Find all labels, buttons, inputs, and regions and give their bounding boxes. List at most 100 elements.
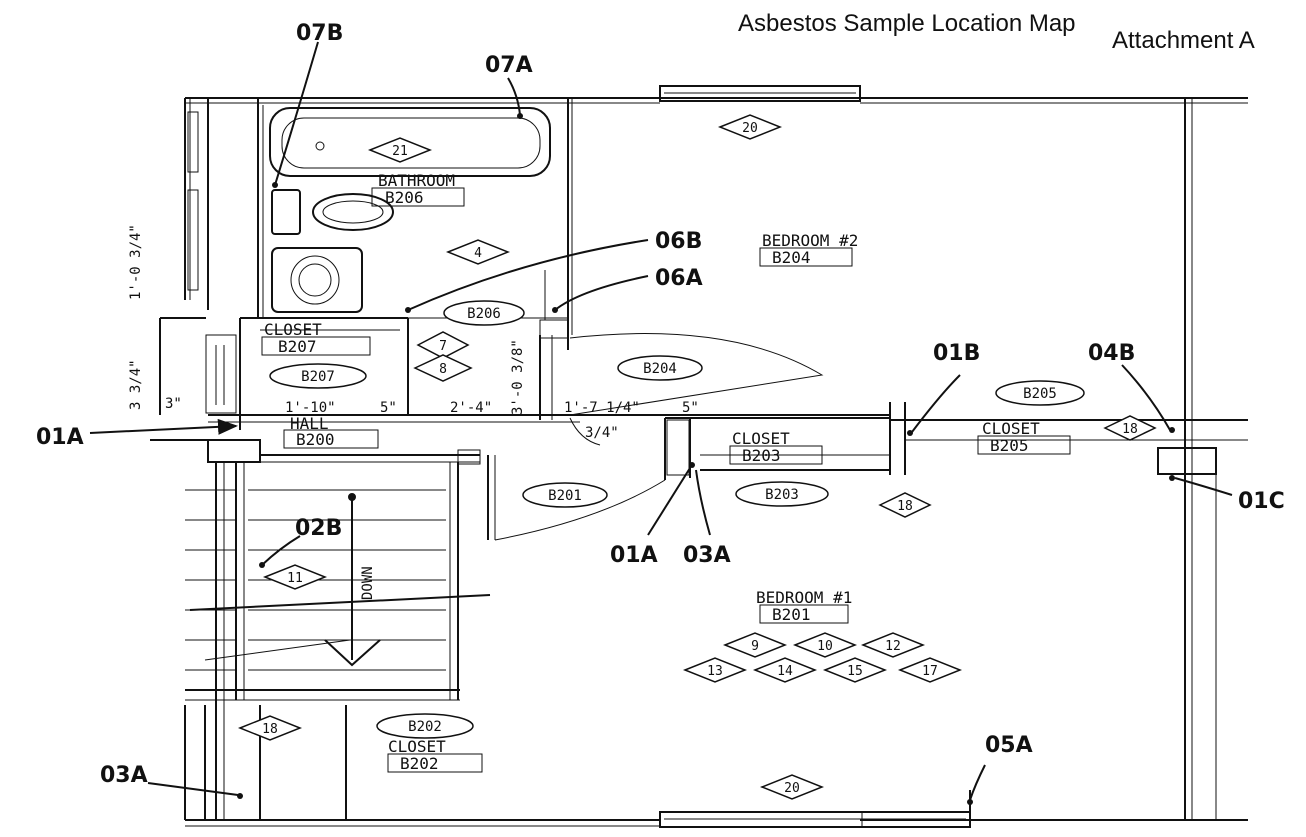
sink bbox=[271, 247, 363, 313]
leader-07A bbox=[507, 77, 521, 116]
door-tag-b202-label: B202 bbox=[408, 719, 442, 735]
leader-03A-left bbox=[147, 782, 239, 796]
keynote-12 bbox=[860, 632, 926, 658]
door-tag-b201 bbox=[522, 482, 608, 508]
door-tag-b206-label: B206 bbox=[467, 306, 501, 322]
keynote-13-label: 13 bbox=[707, 664, 723, 679]
closet202-name: CLOSET bbox=[388, 737, 446, 756]
dimension-text: 1'-10" 5" 2'-4" 1'-7 1/4" 5" 3/4" 3" 1'-… bbox=[128, 224, 699, 600]
keynote-7 bbox=[416, 331, 470, 359]
door-tag-b201-label: B201 bbox=[548, 488, 582, 504]
keynote-12-label: 12 bbox=[885, 639, 901, 654]
keynote-21-label: 21 bbox=[392, 144, 408, 159]
door-tag-b205 bbox=[995, 380, 1085, 406]
closet205-name: CLOSET bbox=[982, 419, 1040, 438]
dimension-v1: 1'-0 3/4" bbox=[128, 224, 144, 300]
keynote-diamonds bbox=[237, 114, 1157, 800]
leader-04B bbox=[1121, 364, 1171, 431]
keynote-18-c bbox=[237, 715, 303, 741]
toilet-tank bbox=[271, 189, 301, 235]
keynote-20-bottom-label: 20 bbox=[784, 781, 800, 796]
stair-treads bbox=[185, 489, 491, 671]
door-tag-b204-label: B204 bbox=[643, 361, 677, 377]
door-tag-b202 bbox=[376, 713, 474, 739]
keynote-7-label: 7 bbox=[439, 339, 447, 354]
closet202-code: B202 bbox=[400, 754, 439, 773]
door-tag-b205-label: B205 bbox=[1023, 386, 1057, 402]
keynote-18-a bbox=[1103, 415, 1157, 441]
sample-07B: 07B bbox=[296, 21, 343, 46]
keynote-20-top bbox=[717, 114, 783, 140]
sample-03A-left: 03A bbox=[100, 763, 148, 788]
door-tag-b203 bbox=[735, 481, 829, 507]
dimension-6: 3/4" bbox=[585, 425, 619, 441]
keynote-17 bbox=[897, 657, 963, 683]
leader-05A bbox=[969, 764, 986, 801]
keynote-9-label: 9 bbox=[751, 639, 759, 654]
leader-02B bbox=[261, 535, 301, 566]
dimension-4: 1'-7 1/4" bbox=[564, 400, 640, 416]
keynote-10-label: 10 bbox=[817, 639, 833, 654]
keynote-17-label: 17 bbox=[922, 664, 938, 679]
keynote-18-b-label: 18 bbox=[897, 499, 913, 514]
leader-01B bbox=[911, 374, 961, 433]
sample-06B: 06B bbox=[655, 229, 702, 254]
bedroom1-code: B201 bbox=[772, 605, 811, 624]
sample-02B: 02B bbox=[295, 516, 342, 541]
keynote-14 bbox=[752, 657, 818, 683]
door-tag-b207-label: B207 bbox=[301, 369, 335, 385]
sample-01A-mid: 01A bbox=[610, 543, 658, 568]
sample-01B: 01B bbox=[933, 341, 980, 366]
sample-01A-left: 01A bbox=[36, 425, 84, 450]
leader-03A-mid bbox=[695, 469, 711, 536]
keynote-18-c-label: 18 bbox=[262, 722, 278, 737]
keynote-20-top-label: 20 bbox=[742, 121, 758, 136]
closet203-name: CLOSET bbox=[732, 429, 790, 448]
toilet-bowl bbox=[312, 193, 394, 231]
keynote-4-label: 4 bbox=[474, 246, 482, 261]
door-tags bbox=[269, 300, 1085, 739]
keynote-13 bbox=[682, 657, 748, 683]
walls bbox=[150, 85, 1248, 828]
door-tag-b207 bbox=[269, 363, 367, 389]
keynote-4 bbox=[445, 239, 511, 265]
bedroom2-code: B204 bbox=[772, 248, 811, 267]
window-top bbox=[659, 85, 861, 102]
sample-05A: 05A bbox=[985, 733, 1033, 758]
dimension-1: 1'-10" bbox=[285, 400, 336, 416]
leader-06A bbox=[554, 275, 649, 311]
keynote-8 bbox=[413, 354, 473, 382]
chase-right bbox=[1157, 447, 1217, 475]
bedroom1-name: BEDROOM #1 bbox=[756, 588, 852, 607]
sample-04B: 04B bbox=[1088, 341, 1135, 366]
closet205-code: B205 bbox=[990, 436, 1029, 455]
keynote-9 bbox=[722, 632, 788, 658]
dimension-7: 3" bbox=[165, 396, 182, 412]
door-tag-b204 bbox=[617, 355, 703, 381]
map-title: Asbestos Sample Location Map bbox=[738, 10, 1076, 37]
bedroom2-name: BEDROOM #2 bbox=[762, 231, 858, 250]
attachment-label: Attachment A bbox=[1112, 27, 1255, 54]
chase-left bbox=[207, 439, 261, 463]
dimension-v2: 3'-0 3/8" bbox=[510, 339, 526, 415]
keynote-15 bbox=[822, 657, 888, 683]
leader-01A-mid bbox=[647, 467, 691, 536]
stair-down-label: DOWN bbox=[360, 566, 376, 600]
keynote-8-label: 8 bbox=[439, 362, 447, 377]
door-swing-b201 bbox=[494, 479, 666, 541]
leader-06B bbox=[407, 239, 649, 311]
dimension-2: 5" bbox=[380, 400, 397, 416]
sample-06A: 06A bbox=[655, 266, 703, 291]
room-labels: BATHROOM B206 BEDROOM #2 B204 CLOSET B20… bbox=[261, 171, 1071, 773]
sample-points bbox=[237, 113, 1175, 805]
door-swing-b204 bbox=[569, 333, 824, 416]
keynote-11-label: 11 bbox=[287, 571, 303, 586]
keynote-10 bbox=[792, 632, 858, 658]
sample-03A-mid: 03A bbox=[683, 543, 731, 568]
dimension-5: 5" bbox=[682, 400, 699, 416]
door-tag-b203-label: B203 bbox=[765, 487, 799, 503]
leader-01A-left bbox=[89, 418, 238, 435]
hall-code: B200 bbox=[296, 430, 335, 449]
